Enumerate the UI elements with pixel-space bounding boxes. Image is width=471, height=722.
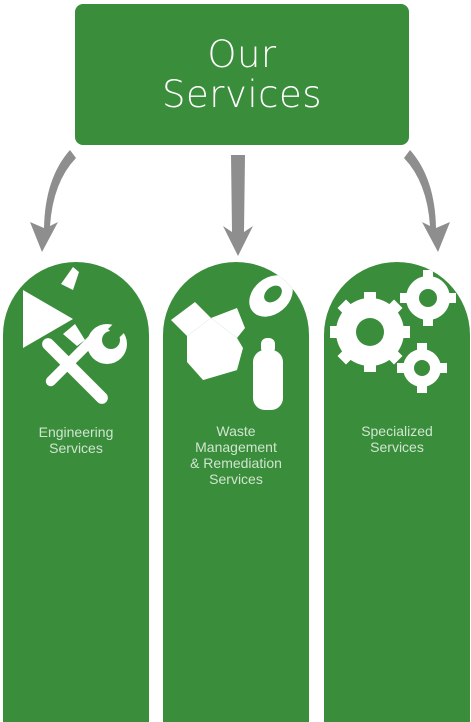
title-line-2: Services	[161, 72, 323, 116]
pillar-specialized[interactable]: Specialized Services	[324, 262, 470, 722]
pillar-engineering[interactable]: Engineering Services	[3, 262, 149, 722]
pillar-waste-management[interactable]: Waste Management & Remediation Services	[163, 262, 309, 722]
engineering-tools-icon	[23, 267, 128, 404]
gears-icon	[330, 270, 456, 393]
arrow-center	[223, 155, 253, 256]
arrow-left	[30, 150, 76, 252]
pillar-label-engineering: Engineering Services	[3, 424, 149, 456]
label-line: Waste	[216, 423, 256, 439]
label-line: Management	[195, 439, 277, 455]
connector-arrows	[30, 150, 450, 256]
pillar-label-waste-management: Waste Management & Remediation Services	[163, 423, 309, 487]
arrow-right	[404, 150, 450, 252]
pillar-label-specialized: Specialized Services	[324, 423, 470, 455]
title-line-1: Our	[207, 32, 277, 76]
label-line: & Remediation	[190, 455, 282, 471]
label-line: Services	[209, 471, 263, 487]
title-box: Our Services	[75, 4, 409, 145]
label-line: Services	[370, 439, 424, 455]
label-line: Engineering	[38, 424, 114, 440]
waste-container-icon	[171, 275, 293, 410]
label-line: Services	[49, 440, 103, 456]
label-line: Specialized	[361, 423, 433, 439]
